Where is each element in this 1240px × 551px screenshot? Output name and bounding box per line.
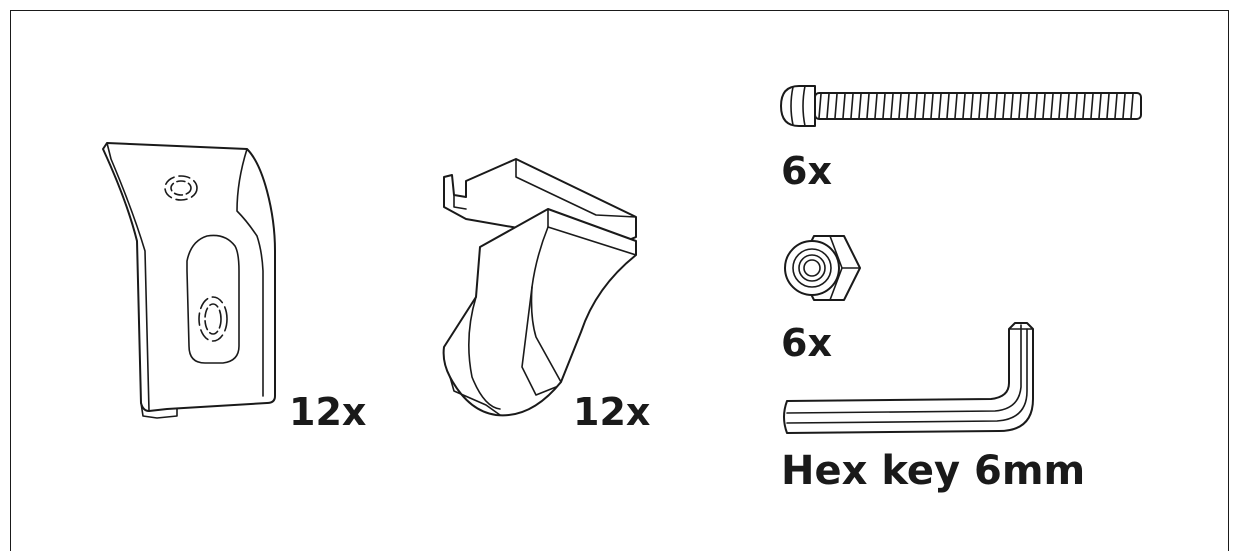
nut-quantity: 6x [781,321,832,365]
bracket-quantity: 12x [289,390,367,434]
hex-key-caption: Hex key 6mm [781,448,1086,494]
slider-block-icon [436,137,641,422]
lock-nut-icon [782,232,864,304]
bracket-clip-icon [97,141,287,426]
slider-quantity: 12x [573,390,651,434]
screw-icon [779,81,1151,131]
screw-quantity: 6x [781,149,832,193]
hex-key-icon [781,321,1043,436]
parts-frame: 12x 12x 6x [10,10,1229,551]
